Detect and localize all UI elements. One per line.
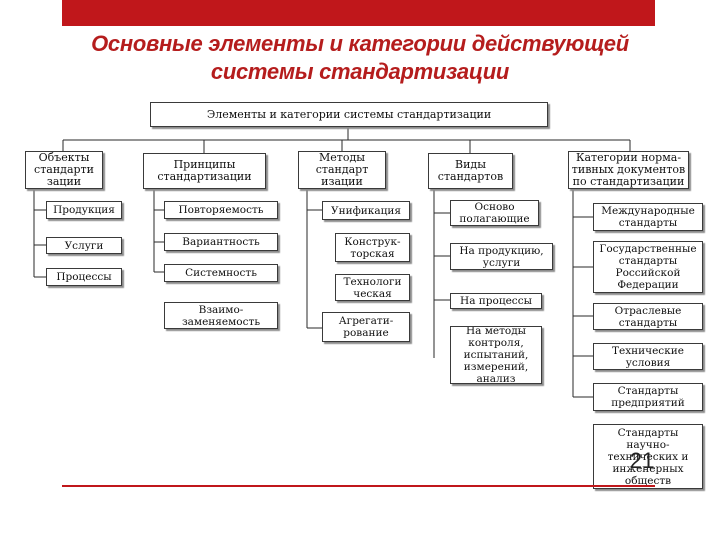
item-products: Продукция (46, 201, 122, 219)
item-enterprise: Стандарты предприятий (593, 383, 703, 411)
item-international: Международные стандарты (593, 203, 703, 231)
bottom-accent-line (62, 485, 655, 487)
item-interchangeability: Взаимо- заменяемость (164, 302, 278, 329)
item-variability: Вариантность (164, 233, 278, 251)
slide-title-line-1: Основные элементы и категории действующе… (91, 31, 629, 56)
item-processes: Процессы (46, 268, 122, 286)
item-test-methods: На методы контроля, испытаний, измерений… (450, 326, 542, 384)
page-number: 21 (629, 448, 655, 473)
root-box: Элементы и категории системы стандартиза… (150, 102, 548, 127)
item-fundamental: Осново полагающие (450, 200, 539, 226)
column-header-document-categories: Категории норма- тивных документов по ст… (568, 151, 689, 189)
column-header-standard-types: Виды стандартов (428, 153, 513, 189)
item-services: Услуги (46, 237, 122, 254)
item-products-services: На продукцию, услуги (450, 243, 553, 270)
item-design: Конструк- торская (335, 233, 410, 262)
top-accent-bar (62, 0, 655, 26)
column-header-principles: Принципы стандартизации (143, 153, 266, 189)
item-aggregation: Агрегати- рование (322, 312, 410, 342)
item-unification: Унификация (322, 201, 410, 220)
item-scientific-societies: Стандарты научно- технических и инженерн… (593, 424, 703, 489)
column-header-methods: Методы стандарт изации (298, 151, 386, 189)
slide-title: Основные элементы и категории действующе… (40, 30, 680, 86)
item-technical-specs: Технические условия (593, 343, 703, 370)
item-industry: Отраслевые стандарты (593, 303, 703, 330)
item-repeatability: Повторяемость (164, 201, 278, 219)
item-systematicity: Системность (164, 264, 278, 282)
item-on-processes: На процессы (450, 293, 542, 309)
item-national-rf: Государственные стандарты Российской Фед… (593, 241, 703, 293)
column-header-objects: Объекты стандарти зации (25, 151, 103, 189)
slide-title-line-2: системы стандартизации (210, 59, 510, 84)
item-technological: Технологи ческая (335, 274, 410, 301)
